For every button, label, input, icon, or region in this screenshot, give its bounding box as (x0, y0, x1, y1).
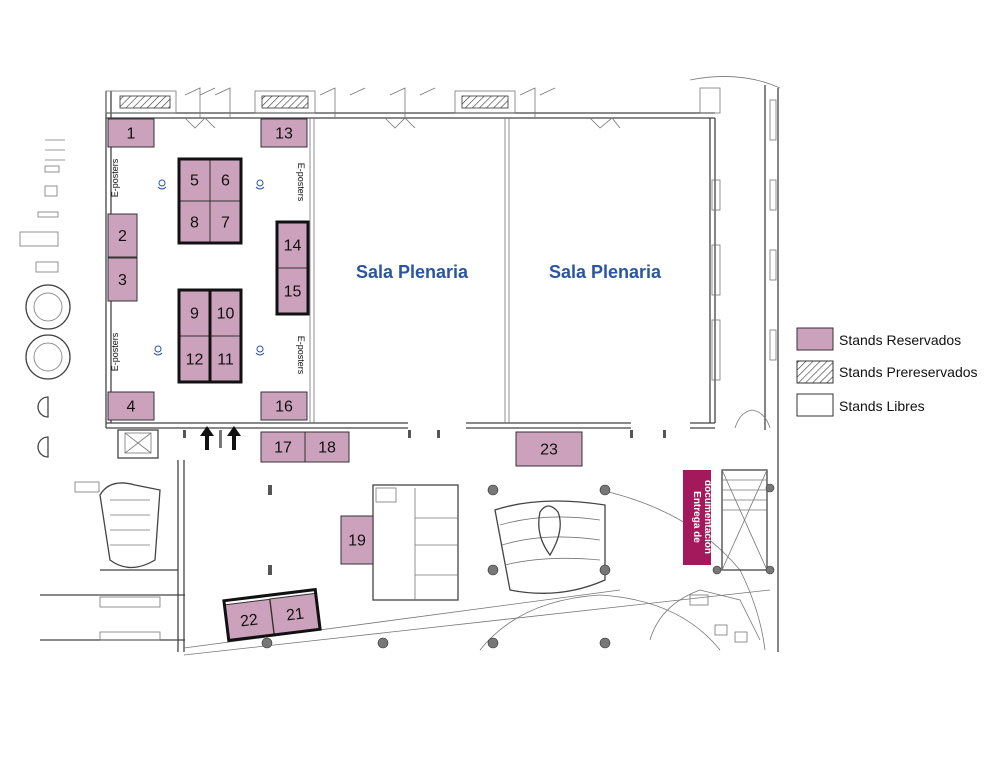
stand-box (178, 200, 211, 244)
stand-16[interactable]: 16 (260, 391, 308, 421)
stand-number: 6 (221, 173, 230, 190)
stand-15[interactable]: 15 (276, 267, 309, 315)
legend-swatch-prereserved (796, 360, 834, 384)
stand-box (107, 257, 138, 302)
stand-number: 13 (275, 126, 293, 143)
stand-number: 23 (540, 442, 558, 459)
stand-number: 14 (284, 238, 302, 255)
stand-number: 15 (284, 284, 302, 301)
stand-number: 17 (274, 440, 292, 457)
stand-box (515, 431, 583, 467)
stand-9[interactable]: 9 (178, 289, 211, 337)
stand-21[interactable]: 21 (269, 592, 321, 636)
stand-number: 3 (118, 272, 127, 289)
stand-10[interactable]: 10 (209, 289, 242, 337)
stand-number: 2 (118, 228, 127, 245)
eposters-label: E-posters (296, 163, 306, 202)
eposters-label: E-posters (110, 158, 120, 197)
eposters-label: E-posters (296, 336, 306, 375)
stand-number: 5 (190, 173, 199, 190)
stand-5[interactable]: 5 (178, 158, 211, 202)
legend: Stands Reservados Stands Prereservados S… (796, 327, 978, 417)
stand-4[interactable]: 4 (107, 391, 155, 421)
stand-box (340, 515, 374, 565)
stand-number: 7 (221, 215, 230, 232)
arrow-up-icon (200, 426, 214, 450)
stand-number: 10 (217, 306, 235, 323)
stand-number: 9 (190, 306, 199, 323)
stand-1[interactable]: 1 (107, 118, 155, 148)
stand-box (107, 213, 138, 258)
stand-number: 11 (217, 352, 234, 369)
stand-6[interactable]: 6 (209, 158, 242, 202)
stand-17[interactable]: 17 (260, 431, 306, 463)
stand-2[interactable]: 2 (107, 213, 138, 258)
stand-19[interactable]: 19 (340, 515, 374, 565)
legend-swatch-reserved (796, 327, 834, 351)
stand-11[interactable]: 11 (209, 335, 242, 383)
stand-box (209, 158, 242, 202)
legend-label-prereserved: Stands Prereservados (839, 364, 978, 380)
stand-box (178, 335, 211, 383)
stand-number: 4 (127, 399, 136, 416)
svg-text:Entrega de: Entrega de (691, 491, 702, 543)
eposters-label: E-posters (110, 332, 120, 371)
stand-23[interactable]: 23 (515, 431, 583, 467)
entrance-arrows (200, 426, 241, 450)
stand-18[interactable]: 18 (304, 431, 350, 463)
stand-box (107, 391, 155, 421)
left-furniture (19, 139, 71, 458)
stand-box (260, 391, 308, 421)
stand-box (107, 118, 155, 148)
document-pickup-desk: Entrega de documentación (683, 470, 713, 565)
svg-text:documentación: documentación (702, 480, 713, 554)
arrow-up-icon (227, 426, 241, 450)
stand-number: 16 (275, 399, 293, 416)
stand-box (304, 431, 350, 463)
legend-swatch-free (796, 393, 834, 417)
stand-13[interactable]: 13 (260, 118, 308, 148)
stand-number: 19 (348, 533, 366, 550)
legend-label-reserved: Stands Reservados (839, 332, 961, 348)
stand-12[interactable]: 12 (178, 335, 211, 383)
stand-box (209, 200, 242, 244)
stand-number: 22 (239, 611, 259, 630)
stand-8[interactable]: 8 (178, 200, 211, 244)
stand-14[interactable]: 14 (276, 221, 309, 269)
lower-area (40, 429, 775, 656)
legend-label-free: Stands Libres (839, 398, 925, 414)
stand-box (260, 431, 306, 463)
stand-7[interactable]: 7 (209, 200, 242, 244)
stand-number: 1 (127, 126, 136, 143)
stand-3[interactable]: 3 (107, 257, 138, 302)
stand-box (260, 118, 308, 148)
stand-number: 12 (186, 352, 204, 369)
stand-number: 8 (190, 215, 199, 232)
stand-number: 18 (318, 440, 336, 457)
stand-group-outlines (177, 157, 322, 643)
stand-number: 21 (285, 605, 305, 624)
hall-label: Sala Plenaria (356, 262, 469, 282)
stand-box (178, 289, 211, 337)
building-walls (105, 76, 781, 652)
info-point-icon (153, 179, 265, 356)
hall-label: Sala Plenaria (549, 262, 662, 282)
